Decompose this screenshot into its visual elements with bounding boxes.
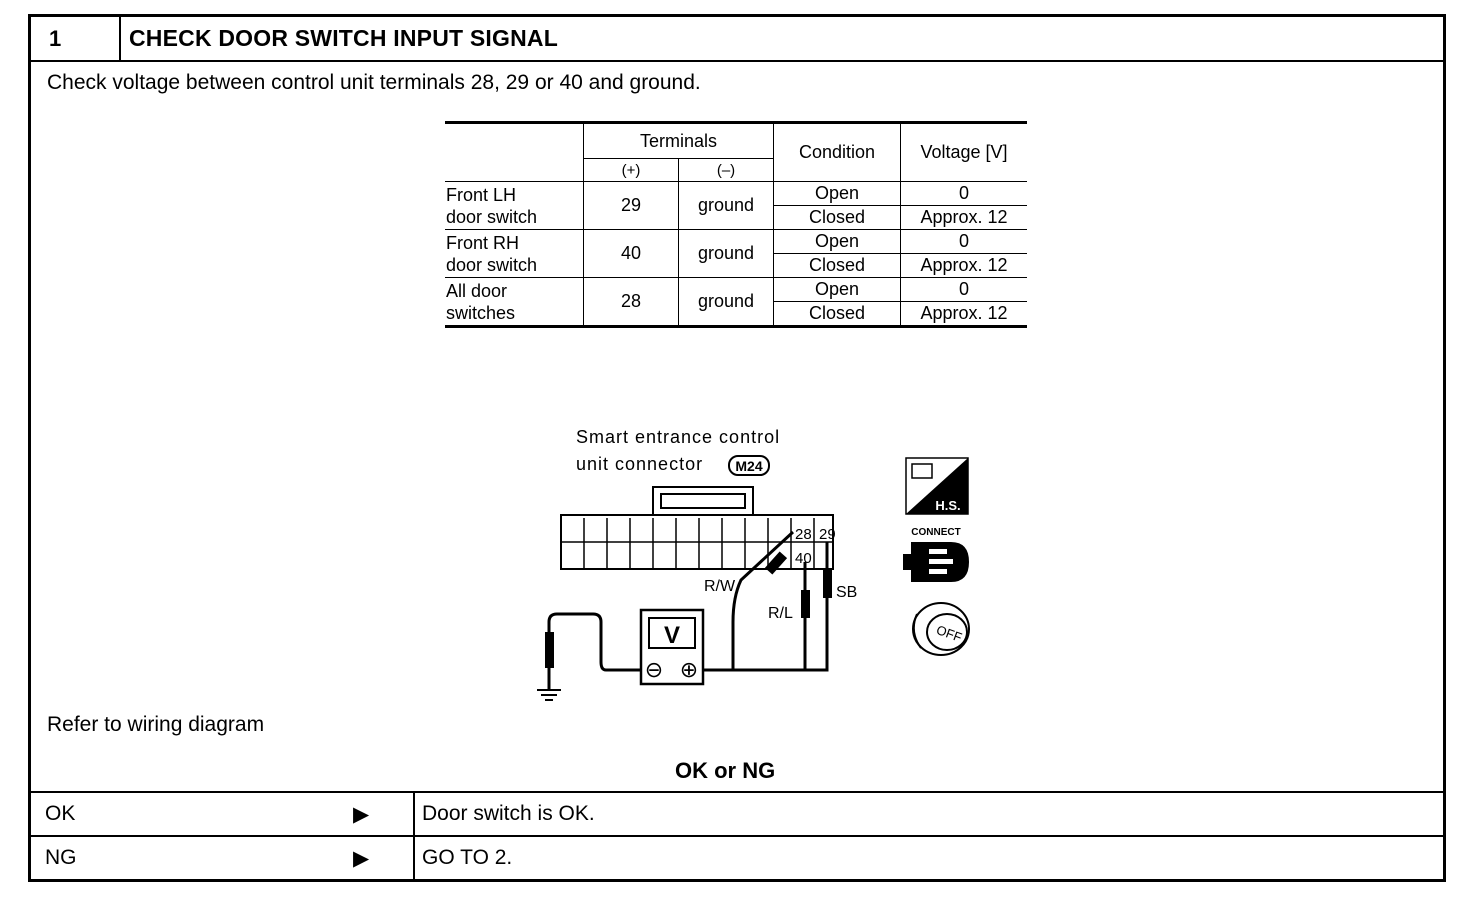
condition-cell: Closed <box>773 301 901 328</box>
minus-header: (–) <box>678 158 774 182</box>
header-divider <box>119 17 121 60</box>
voltage-cell: 0 <box>900 277 1027 302</box>
harness-side-icon <box>905 457 969 515</box>
condition-cell: Open <box>773 277 901 302</box>
item-line2: door switch <box>446 254 538 275</box>
rl-probe <box>801 590 810 618</box>
item-line1: All door <box>446 280 508 301</box>
plus-header: (+) <box>583 158 679 182</box>
minus-terminal: ⊖ <box>645 657 663 682</box>
voltage-cell: Approx. 12 <box>900 301 1027 328</box>
hs-label: H.S. <box>935 498 960 513</box>
item-cell: All door switches <box>445 277 584 328</box>
table-row: Closed Approx. 12 <box>445 205 1027 230</box>
table-header-row: Terminals Condition Voltage [V] <box>445 121 1027 182</box>
item-line2: switches <box>446 302 516 323</box>
blank-header-cell <box>445 121 584 182</box>
table-row: Front LH door switch 29 ground Open 0 <box>445 181 1027 230</box>
voltage-cell: Approx. 12 <box>900 205 1027 230</box>
step-header: 1 CHECK DOOR SWITCH INPUT SIGNAL <box>31 17 1443 62</box>
voltage-cell: Approx. 12 <box>900 253 1027 278</box>
item-line2: door switch <box>446 206 538 227</box>
wire-sb-label: SB <box>836 584 857 601</box>
item-line1: Front LH <box>446 184 517 205</box>
table-row: All door switches 28 ground Open 0 <box>445 277 1027 328</box>
result-row-ok: OK ▶ Door switch is OK. <box>31 791 1443 836</box>
item-cell: Front LH door switch <box>445 181 584 230</box>
ok-ng-title: OK or NG <box>675 758 776 783</box>
arrow-right-icon: ▶ <box>353 803 370 826</box>
condition-cell: Closed <box>773 253 901 278</box>
wire-rw-label: R/W <box>704 578 736 595</box>
result-label: NG <box>45 846 77 869</box>
item-cell: Front RH door switch <box>445 229 584 278</box>
wiring-reference: Refer to wiring diagram <box>47 713 265 736</box>
step-number: 1 <box>49 26 62 51</box>
sb-probe <box>823 570 832 598</box>
minus-cell: ground <box>678 181 774 230</box>
instruction-text: Check voltage between control unit termi… <box>47 71 701 94</box>
voltmeter-symbol: V <box>664 622 680 649</box>
plus-cell: 28 <box>583 277 679 328</box>
ignition-key-icon <box>912 602 970 656</box>
plus-cell: 29 <box>583 181 679 230</box>
connector-id: M24 <box>735 458 762 474</box>
connect-label: CONNECT <box>911 527 960 538</box>
result-row-ng: NG ▶ GO TO 2. <box>31 835 1443 880</box>
terminals-header: Terminals <box>583 121 774 159</box>
wire-rl-label: R/L <box>768 605 793 622</box>
table-row: Front RH door switch 40 ground Open 0 <box>445 229 1027 278</box>
minus-cell: ground <box>678 277 774 328</box>
connector-cavities <box>583 518 815 568</box>
minus-cell: ground <box>678 229 774 278</box>
result-label: OK <box>45 802 76 825</box>
pin-29-label: 29 <box>819 526 836 543</box>
connector-body <box>560 486 834 570</box>
condition-cell: Open <box>773 181 901 206</box>
step-title: CHECK DOOR SWITCH INPUT SIGNAL <box>129 25 558 51</box>
connector-caption-line1: Smart entrance control <box>576 427 780 447</box>
result-divider <box>413 793 415 836</box>
rw-probe <box>764 551 788 575</box>
voltage-cell: 0 <box>900 229 1027 254</box>
plus-cell: 40 <box>583 229 679 278</box>
item-line1: Front RH <box>446 232 520 253</box>
voltage-header: Voltage [V] <box>900 121 1027 182</box>
table-row: Closed Approx. 12 <box>445 301 1027 328</box>
ground-icon <box>537 689 561 701</box>
connector-id-badge <box>728 455 770 476</box>
step-frame: 1 CHECK DOOR SWITCH INPUT SIGNAL Check v… <box>28 14 1446 882</box>
pin-40-label: 40 <box>795 550 812 567</box>
voltmeter-icon <box>639 608 705 686</box>
condition-cell: Open <box>773 229 901 254</box>
result-text: GO TO 2. <box>422 846 513 869</box>
result-text: Door switch is OK. <box>422 802 595 825</box>
plus-terminal: ⊕ <box>680 657 698 682</box>
connector-connect-icon <box>903 542 969 582</box>
table-subheader-row: (+) (–) <box>445 158 1027 182</box>
arrow-right-icon: ▶ <box>353 847 370 870</box>
result-divider <box>413 837 415 880</box>
ground-probe <box>545 632 554 668</box>
connector-caption-line2: unit connector <box>576 454 703 474</box>
connector-test-diagram: Smart entrance control unit connector M2… <box>537 427 970 701</box>
off-label: OFF <box>934 622 964 645</box>
condition-header: Condition <box>773 121 901 182</box>
condition-cell: Closed <box>773 205 901 230</box>
voltage-cell: 0 <box>900 181 1027 206</box>
pin-28-label: 28 <box>795 526 812 543</box>
voltage-spec-table: Terminals Condition Voltage [V] (+) (–) … <box>445 121 1027 328</box>
